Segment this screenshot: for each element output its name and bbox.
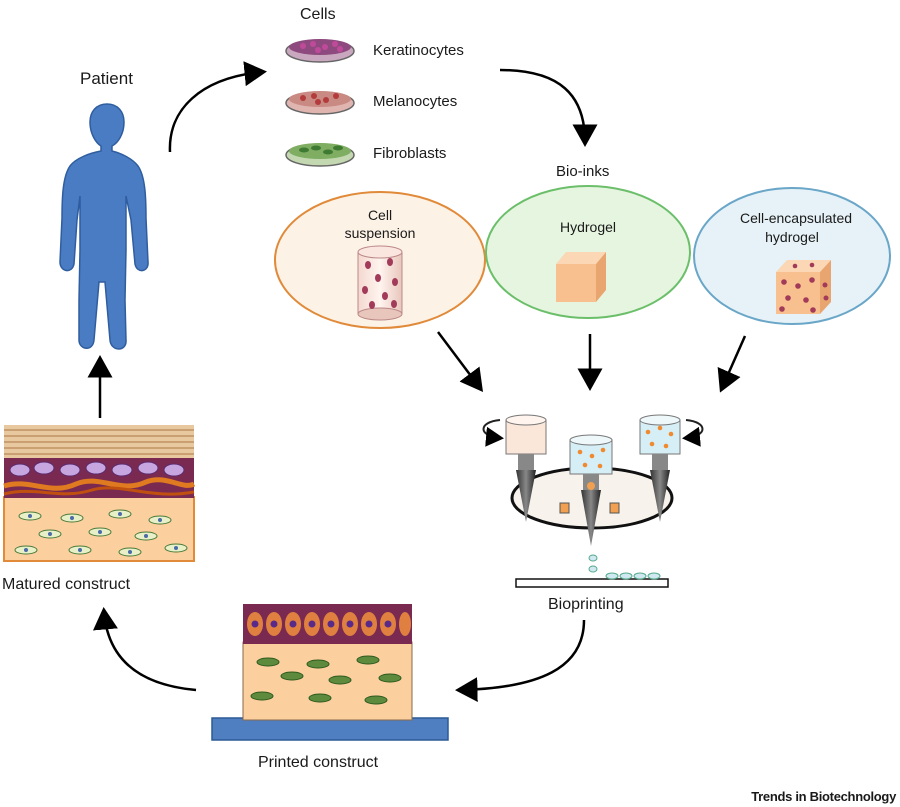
- svg-text:Cell: Cell: [368, 207, 392, 223]
- rotate-left-icon: [482, 419, 504, 447]
- patient-label: Patient: [80, 69, 133, 88]
- svg-text:suspension: suspension: [345, 225, 416, 241]
- cell-encapsulated-ellipse: Cell-encapsulated hydrogel: [693, 187, 891, 325]
- source-label: Trends in Biotechnology: [751, 789, 897, 804]
- svg-text:Cell-encapsulated: Cell-encapsulated: [740, 210, 852, 226]
- svg-text:hydrogel: hydrogel: [765, 229, 819, 245]
- bioinks-label: Bio-inks: [556, 163, 609, 180]
- cartridge-right: [639, 414, 681, 522]
- printed-construct-label: Printed construct: [258, 754, 379, 771]
- rotate-right-icon: [682, 419, 704, 447]
- hydrogel-ellipse: Hydrogel: [485, 185, 691, 319]
- cell-suspension-ellipse: Cell suspension: [274, 191, 486, 329]
- bioprinter: [482, 414, 704, 588]
- melanocytes-label: Melanocytes: [373, 93, 457, 110]
- cartridge-middle: [569, 434, 613, 546]
- hydrogel-cube: [556, 252, 606, 302]
- arrow-bioprinting-to-printed: [455, 619, 586, 703]
- arrow-cells-to-bioinks: [499, 68, 598, 147]
- bioprinting-label: Bioprinting: [548, 596, 624, 613]
- cells-label: Cells: [300, 6, 336, 23]
- keratinocytes-label: Keratinocytes: [373, 42, 464, 59]
- arrow-printed-to-matured: [93, 607, 197, 692]
- matured-construct: [3, 425, 196, 562]
- svg-text:Hydrogel: Hydrogel: [560, 219, 616, 235]
- melanocytes-dish: [285, 91, 355, 115]
- cartridge-left: [505, 414, 547, 522]
- patient-figure: [59, 103, 149, 350]
- printed-construct: [211, 604, 449, 741]
- cell-suspension-cylinder: [357, 245, 403, 321]
- arrow-patient-to-cells: [168, 61, 267, 153]
- fibroblasts-dish: [285, 143, 355, 167]
- print-bed: [515, 578, 669, 588]
- fibroblasts-label: Fibroblasts: [373, 145, 446, 162]
- matured-construct-label: Matured construct: [2, 576, 131, 593]
- keratinocytes-dish: [285, 39, 355, 63]
- arrow-encapsulated-to-printer: [717, 335, 747, 393]
- cell-encapsulated-cube: [776, 260, 831, 314]
- arrow-suspension-to-printer: [437, 331, 483, 392]
